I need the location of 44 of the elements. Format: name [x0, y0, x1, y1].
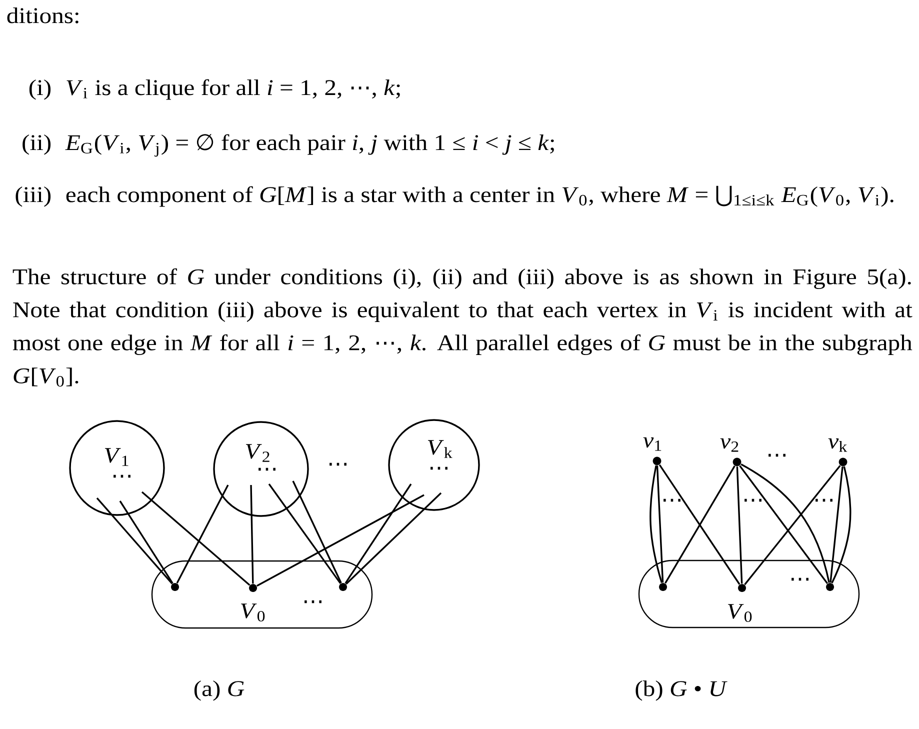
list-number: (ii) — [22, 134, 51, 155]
edge-line — [830, 466, 844, 583]
vertex-dot — [738, 584, 746, 592]
vertex-dot — [171, 583, 179, 591]
edge-line — [256, 494, 424, 587]
edge-line — [96, 497, 173, 584]
edge-line — [736, 466, 743, 584]
list-number: (iii) — [16, 186, 51, 207]
ellipsis: ⋯ — [768, 454, 786, 457]
list-number: (i) — [29, 79, 51, 100]
list-item: V$_{i}$ is a clique for all i = 1, 2, ⋯, k; — [66, 79, 400, 100]
edge-line — [664, 466, 736, 584]
vertex-label: v$_{k}$ — [828, 438, 848, 452]
ellipsis: ⋯ — [330, 462, 346, 466]
vertex-dot — [659, 583, 667, 591]
edge-line — [119, 500, 174, 584]
subfigure-caption: (a) G — [194, 680, 244, 701]
edge-line — [346, 492, 442, 585]
edge-line — [176, 484, 229, 584]
ellipsis: ⋯ — [816, 498, 832, 502]
vertex-dot — [339, 583, 347, 591]
edge-line — [268, 484, 342, 584]
edge-line — [650, 465, 663, 584]
list-item: each component of G[M] is a star with a center in V$_{0}$, where M = ⋃$_{1≤i≤k}$ E$_{G}$(V$_{0}$, V$_{i}$). — [66, 186, 894, 207]
vertex-dot — [249, 584, 257, 592]
text-line: ditions: — [7, 7, 78, 24]
rounded-region: V$_{0}$ ⋯ — [151, 560, 373, 629]
paragraph: The structure of G under conditions (i), (ii) and (iii) above is as shown in Figure 5(a). Note that condition (iii) above is equivalent to that each vertex in V$_{i}$ is incident with at most one edge in M for all i = 1, 2, ⋯, k. All parallel edges of G must be in the subgraph G[V$_{0}$]. — [12, 268, 912, 387]
edge-line — [831, 466, 852, 584]
edge-line — [250, 484, 254, 584]
vertex-label: v$_{1}$ — [643, 437, 662, 451]
vertex-dot — [826, 583, 834, 591]
edge-line — [744, 465, 841, 586]
edge-line — [656, 466, 664, 583]
vertex-label: v$_{2}$ — [720, 438, 738, 452]
edge-line — [658, 464, 740, 585]
ellipsis: ⋯ — [744, 498, 762, 502]
rounded-region: V$_{0}$ ⋯ — [638, 560, 860, 628]
edge-line — [344, 484, 412, 584]
list-item: E$_{G}$(V$_{i}$, V$_{j}$) = ∅ for each pair i, j with 1 ≤ i < j ≤ k; — [65, 134, 554, 157]
edge-line — [141, 491, 250, 586]
edge-line — [292, 480, 342, 584]
ellipsis: ⋯ — [664, 498, 680, 502]
subfigure-caption: (b) G • U — [636, 680, 728, 701]
